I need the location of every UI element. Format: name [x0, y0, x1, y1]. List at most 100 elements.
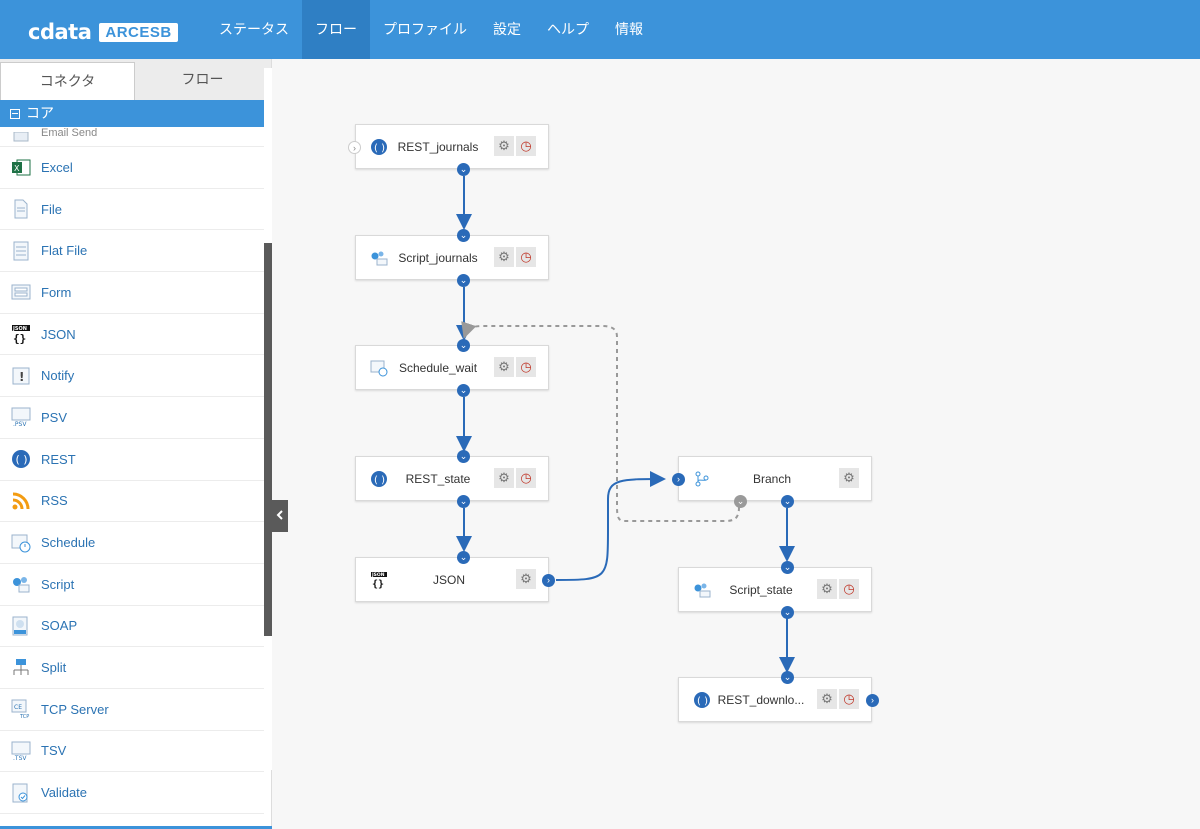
nav-settings[interactable]: 設定 [493, 21, 521, 37]
input-port[interactable]: ⌄ [457, 450, 470, 463]
node-schedule-button[interactable]: ◷ [516, 468, 536, 488]
list-item[interactable]: X Excel [0, 147, 264, 189]
node-settings-button[interactable]: ⚙ [817, 689, 837, 709]
node-settings-button[interactable]: ⚙ [494, 357, 514, 377]
list-item[interactable]: Flat File [0, 230, 264, 273]
input-port[interactable]: ⌄ [781, 561, 794, 574]
gear-icon: ⚙ [498, 249, 510, 264]
node-settings-button[interactable]: ⚙ [494, 247, 514, 267]
output-port[interactable]: ⌄ [781, 495, 794, 508]
list-item[interactable]: .TSV TSV [0, 731, 264, 773]
flow-node-branch[interactable]: Branch ⚙ › ⌄ ⌄ [672, 456, 872, 508]
group-header-core[interactable]: コア [0, 100, 271, 127]
input-port[interactable]: ⌄ [457, 339, 470, 352]
collapse-panel-button[interactable] [272, 500, 288, 532]
node-schedule-button[interactable]: ◷ [839, 579, 859, 599]
chevron-right-icon: › [353, 143, 356, 153]
output-port[interactable]: ⌄ [781, 606, 794, 619]
svg-text:( ): ( ) [374, 475, 385, 486]
svg-text:CE: CE [14, 704, 22, 711]
flow-node-rest-journals[interactable]: ( ) REST_journals ⚙ ◷ › ⌄ [348, 124, 549, 176]
list-item[interactable]: JSON{} JSON [0, 314, 264, 356]
chevron-down-icon: ⌄ [783, 496, 792, 506]
rest-icon: ( ) [370, 470, 388, 488]
file-icon [11, 199, 31, 219]
nav-flow[interactable]: フロー [302, 0, 370, 59]
rest-icon: ( ) [11, 449, 31, 469]
schedule-icon [11, 533, 31, 553]
list-item[interactable]: ! Notify [0, 355, 264, 398]
list-item[interactable]: Script [0, 564, 264, 606]
tab-connectors[interactable]: コネクタ [0, 62, 135, 100]
list-item[interactable]: .PSV PSV [0, 397, 264, 439]
flow-node-script-state[interactable]: Script_state ⚙ ◷ ⌄ ⌄ [678, 561, 872, 619]
clock-icon: ◷ [520, 138, 532, 153]
clock-icon: ◷ [843, 691, 855, 706]
edge-branch-loop-schedule-wait [461, 321, 740, 522]
output-port[interactable]: ⌄ [457, 384, 470, 397]
list-item[interactable]: ( ) REST [0, 439, 264, 481]
chevron-down-icon: ⌄ [459, 451, 468, 461]
node-settings-button[interactable]: ⚙ [839, 468, 859, 488]
connector-list: Email Send X Excel File Flat File Form [0, 127, 271, 827]
soap-icon [11, 616, 31, 636]
flow-canvas[interactable]: ( ) REST_journals ⚙ ◷ › ⌄ Script_journal… [272, 59, 1200, 829]
list-item[interactable]: File [0, 189, 264, 231]
input-port[interactable]: ⌄ [781, 671, 794, 684]
list-item[interactable]: Split [0, 647, 264, 689]
svg-text:( ): ( ) [374, 143, 385, 154]
list-item[interactable]: Schedule [0, 522, 264, 564]
nav-info[interactable]: 情報 [615, 21, 643, 37]
list-item-label: Flat File [41, 243, 88, 259]
list-item-label: Excel [41, 159, 73, 175]
flow-node-script-journals[interactable]: Script_journals ⚙ ◷ ⌄ ⌄ [355, 229, 549, 287]
list-item[interactable]: SOAP [0, 606, 264, 648]
output-port[interactable]: ⌄ [457, 163, 470, 176]
nav-help[interactable]: ヘルプ [547, 21, 589, 37]
collapse-icon [10, 108, 20, 119]
node-label: Script_state [729, 582, 793, 597]
list-item[interactable]: Validate [0, 772, 264, 814]
flow-node-rest-state[interactable]: ( ) REST_state ⚙ ◷ ⌄ ⌄ [355, 450, 549, 508]
list-item[interactable]: RSS [0, 481, 264, 523]
app-logo[interactable]: cdata ARCESB [28, 20, 178, 44]
nav-status[interactable]: ステータス [219, 21, 289, 37]
node-schedule-button[interactable]: ◷ [516, 247, 536, 267]
output-port[interactable]: ⌄ [457, 495, 470, 508]
excel-icon: X [11, 157, 31, 177]
flow-node-schedule-wait[interactable]: Schedule_wait ⚙ ◷ ⌄ ⌄ [355, 339, 549, 397]
node-settings-button[interactable]: ⚙ [516, 569, 536, 589]
node-schedule-button[interactable]: ◷ [839, 689, 859, 709]
node-settings-button[interactable]: ⚙ [494, 136, 514, 156]
node-settings-button[interactable]: ⚙ [494, 468, 514, 488]
input-port[interactable]: ⌄ [457, 551, 470, 564]
list-item-label: File [41, 201, 62, 217]
chevron-down-icon: ⌄ [459, 230, 468, 240]
notify-icon: ! [11, 366, 31, 386]
nav-profile[interactable]: プロファイル [383, 21, 467, 37]
output-port[interactable]: › [542, 574, 555, 587]
flow-node-rest-download[interactable]: ( ) REST_downlo... ⚙ ◷ ⌄ › [678, 671, 879, 722]
else-output-port[interactable]: ⌄ [734, 495, 747, 508]
flow-node-json[interactable]: JSON{} JSON ⚙ ⌄ › [355, 551, 555, 602]
node-label: JSON [432, 572, 465, 587]
tab-flows[interactable]: フロー [181, 71, 224, 87]
connector-scrollbar[interactable] [264, 243, 272, 636]
group-header-label: コア [26, 105, 54, 121]
chevron-down-icon: ⌄ [736, 496, 745, 506]
output-port[interactable]: › [866, 694, 879, 707]
node-settings-button[interactable]: ⚙ [817, 579, 837, 599]
input-port[interactable]: › [348, 141, 361, 154]
node-schedule-button[interactable]: ◷ [516, 136, 536, 156]
list-item[interactable]: Email Send [0, 127, 264, 147]
output-port[interactable]: ⌄ [457, 274, 470, 287]
gear-icon: ⚙ [498, 359, 510, 374]
flow-edges [456, 176, 795, 673]
node-schedule-button[interactable]: ◷ [516, 357, 536, 377]
list-item-label: REST [41, 451, 76, 467]
clock-icon: ◷ [520, 359, 532, 374]
input-port[interactable]: › [672, 473, 685, 486]
list-item[interactable]: Form [0, 272, 264, 314]
input-port[interactable]: ⌄ [457, 229, 470, 242]
